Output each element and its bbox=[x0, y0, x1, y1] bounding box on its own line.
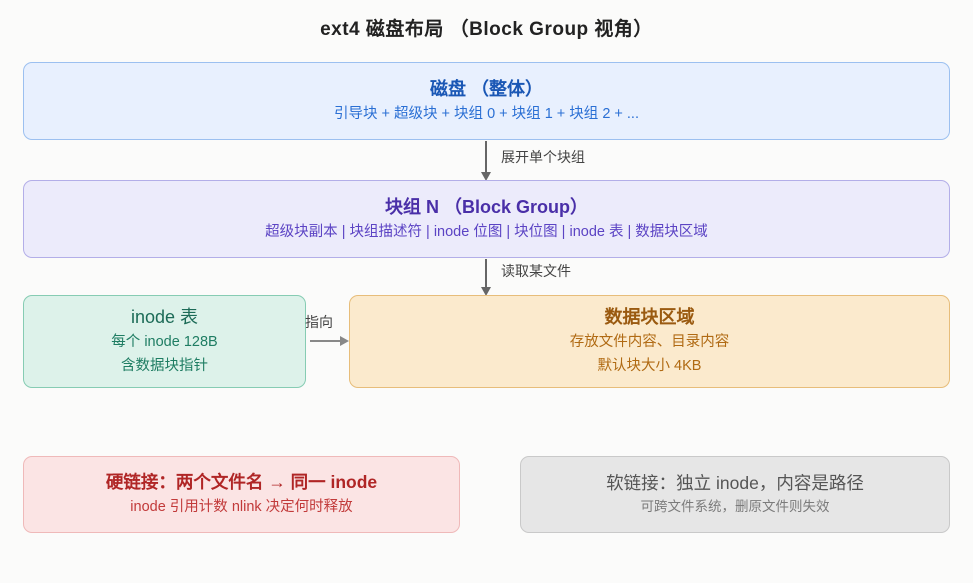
node-inode-table: inode 表 每个 inode 128B 含数据块指针 bbox=[23, 295, 306, 388]
node-inode-table-sub2: 含数据块指针 bbox=[121, 358, 208, 374]
page-title: ext4 磁盘布局 （Block Group 视角） bbox=[320, 19, 653, 40]
arrow-label-points-to: 指向 bbox=[305, 314, 333, 330]
node-hard-link: 硬链接：两个文件名 → 同一 inode inode 引用计数 nlink 决定… bbox=[23, 456, 460, 533]
node-disk-header: 磁盘 （整体） bbox=[429, 78, 543, 99]
node-block-group: 块组 N （Block Group） 超级块副本 | 块组描述符 | inode… bbox=[23, 180, 950, 258]
arrow-inode-to-data bbox=[310, 336, 349, 346]
node-disk: 磁盘 （整体） 引导块 + 超级块 + 块组 0 + 块组 1 + 块组 2 +… bbox=[23, 62, 950, 140]
node-data-area-sub1: 存放文件内容、目录内容 bbox=[569, 334, 730, 351]
arrow-label-read-file: 读取某文件 bbox=[501, 263, 571, 279]
node-data-area: 数据块区域 存放文件内容、目录内容 默认块大小 4KB bbox=[349, 295, 950, 388]
node-inode-table-sub1: 每个 inode 128B bbox=[111, 334, 218, 351]
node-data-area-sub2: 默认块大小 4KB bbox=[597, 358, 702, 374]
node-hard-link-sub: inode 引用计数 nlink 决定何时释放 bbox=[130, 498, 353, 515]
node-block-group-sub: 超级块副本 | 块组描述符 | inode 位图 | 块位图 | inode 表… bbox=[265, 223, 708, 240]
arrow-label-expand-group: 展开单个块组 bbox=[501, 149, 585, 165]
arrow-disk-to-blockgroup bbox=[481, 141, 491, 181]
node-hard-link-header: 硬链接：两个文件名 → 同一 inode bbox=[105, 472, 378, 493]
node-soft-link-header: 软链接：独立 inode，内容是路径 bbox=[606, 473, 864, 494]
node-inode-table-header: inode 表 bbox=[130, 307, 199, 328]
node-block-group-header: 块组 N （Block Group） bbox=[384, 196, 588, 217]
node-data-area-header: 数据块区域 bbox=[604, 307, 695, 328]
arrow-blockgroup-to-data bbox=[481, 259, 491, 296]
node-soft-link-sub: 可跨文件系统，删原文件则失效 bbox=[640, 499, 830, 515]
node-soft-link: 软链接：独立 inode，内容是路径 可跨文件系统，删原文件则失效 bbox=[520, 456, 950, 533]
node-disk-sub: 引导块 + 超级块 + 块组 0 + 块组 1 + 块组 2 + ... bbox=[334, 105, 639, 122]
